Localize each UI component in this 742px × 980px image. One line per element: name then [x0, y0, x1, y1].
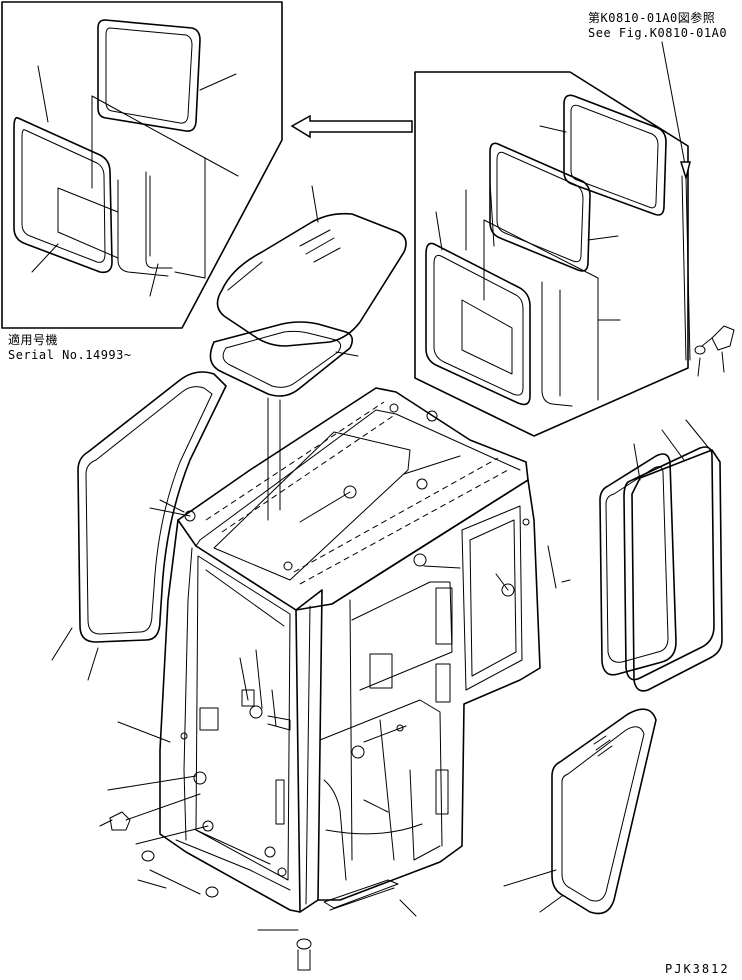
reference-label-en: See Fig.K0810-01A0 — [588, 26, 728, 40]
inset-panel-serial — [1, 1, 283, 329]
serial-label-jp: 適用号機 — [8, 333, 59, 347]
bottom-sill — [323, 879, 399, 911]
drawing-code: PJK3812 — [665, 962, 730, 976]
bolt-and-washer — [694, 325, 735, 377]
leader-lines — [107, 455, 571, 931]
serial-label-en: Serial No.14993~ — [8, 348, 132, 362]
door-window-panel — [414, 71, 691, 437]
door-seal-left — [51, 371, 227, 681]
front-bolts — [99, 715, 312, 971]
inset-arrow — [290, 114, 413, 139]
reference-leader — [661, 41, 691, 181]
side-glass-lower — [503, 708, 657, 915]
side-glass-upper — [599, 419, 723, 692]
cab-frame — [159, 387, 541, 913]
roof-window — [209, 185, 407, 521]
reference-label-jp: 第K0810-01A0図参照 — [588, 11, 716, 25]
